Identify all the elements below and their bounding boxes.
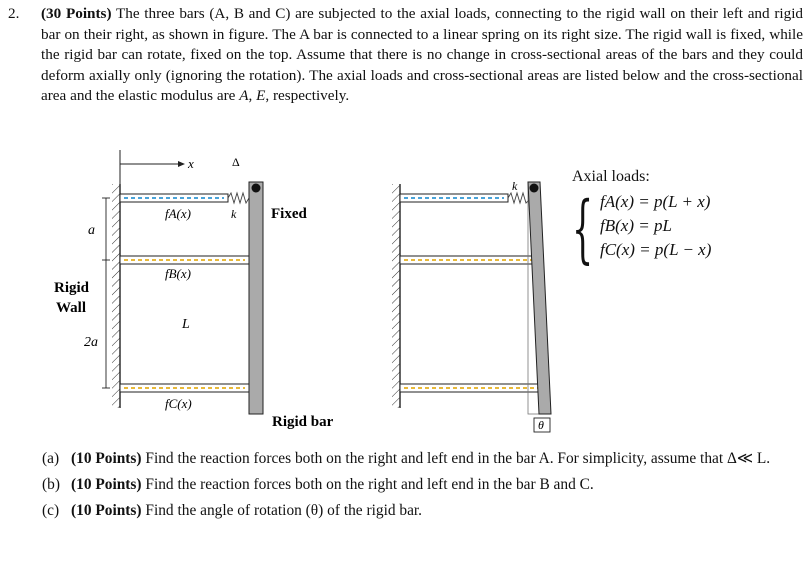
rigid-wall-label-1: Rigid bbox=[54, 280, 90, 296]
spring-label-right: k bbox=[512, 179, 518, 193]
rigid-wall-right bbox=[392, 184, 401, 408]
spring-label-left: k bbox=[231, 207, 237, 221]
problem-statement: 2. (30 Points) The three bars (A, B and … bbox=[8, 4, 803, 107]
rigid-bar-left bbox=[248, 181, 264, 415]
equation-c: fC(x) = p(L − x) bbox=[600, 240, 712, 259]
question-text: Find the reaction forces both on the rig… bbox=[141, 476, 594, 493]
axial-loads-heading: Axial loads: bbox=[572, 168, 650, 185]
questions: (a) (10 Points) Find the reaction forces… bbox=[42, 446, 802, 524]
symbol-sep: , bbox=[248, 87, 257, 104]
x-label: x bbox=[187, 156, 194, 171]
bar-b-deformed bbox=[399, 255, 537, 265]
problem-text: The three bars (A, B and C) are subjecte… bbox=[41, 5, 804, 104]
bar-c bbox=[119, 383, 250, 393]
dimension-line bbox=[102, 197, 110, 389]
problem-points: (30 Points) bbox=[41, 5, 112, 22]
problem-number: 2. bbox=[8, 5, 20, 22]
rigid-bar-label: Rigid bar bbox=[272, 414, 334, 430]
spring-right bbox=[507, 191, 532, 205]
rigid-bar-right bbox=[527, 181, 552, 415]
spring bbox=[227, 191, 250, 205]
symbol-area: A bbox=[239, 87, 249, 104]
x-axis-arrowhead bbox=[178, 161, 185, 167]
bar-a bbox=[119, 193, 229, 203]
question-label: (c) bbox=[42, 502, 60, 519]
bar-b bbox=[119, 255, 250, 265]
L-label: L bbox=[181, 317, 190, 332]
fB-label: fB(x) bbox=[165, 266, 191, 281]
bar-c-deformed bbox=[399, 383, 543, 393]
theta-box bbox=[533, 417, 551, 433]
two-a-label: 2a bbox=[84, 335, 98, 350]
question-label: (a) bbox=[42, 450, 60, 467]
question-points: (10 Points) bbox=[71, 502, 142, 519]
question-b: (b) (10 Points) Find the reaction forces… bbox=[42, 472, 802, 498]
figure: x Δ k Fixed fA(x) fB(x) fC(x) L a Rigid … bbox=[54, 150, 552, 433]
fixed-label: Fixed bbox=[271, 206, 307, 222]
theta-label: θ bbox=[538, 418, 544, 432]
bar-a-deformed bbox=[399, 193, 509, 203]
fA-label: fA(x) bbox=[165, 206, 191, 221]
rigid-wall bbox=[112, 184, 121, 408]
fC-label: fC(x) bbox=[165, 396, 192, 411]
question-points: (10 Points) bbox=[71, 450, 142, 467]
question-label: (b) bbox=[42, 476, 60, 493]
brace: { bbox=[572, 186, 594, 272]
problem-body: (30 Points) The three bars (A, B and C) … bbox=[41, 4, 803, 107]
delta-label: Δ bbox=[232, 155, 240, 169]
rigid-wall-label-2: Wall bbox=[56, 300, 86, 316]
a-label: a bbox=[88, 223, 95, 238]
problem-ending: , respectively. bbox=[265, 87, 350, 104]
symbol-modulus: E bbox=[256, 87, 266, 104]
equation-b: fB(x) = pL bbox=[600, 216, 672, 235]
question-text: Find the reaction forces both on the rig… bbox=[141, 450, 771, 467]
question-a: (a) (10 Points) Find the reaction forces… bbox=[42, 446, 802, 472]
question-text: Find the angle of rotation (θ) of the ri… bbox=[141, 502, 423, 519]
question-points: (10 Points) bbox=[71, 476, 142, 493]
axial-loads: Axial loads: { fA(x) = p(L + x) fB(x) = … bbox=[572, 168, 802, 266]
equation-a: fA(x) = p(L + x) bbox=[600, 192, 711, 211]
question-c: (c) (10 Points) Find the angle of rotati… bbox=[42, 498, 802, 524]
